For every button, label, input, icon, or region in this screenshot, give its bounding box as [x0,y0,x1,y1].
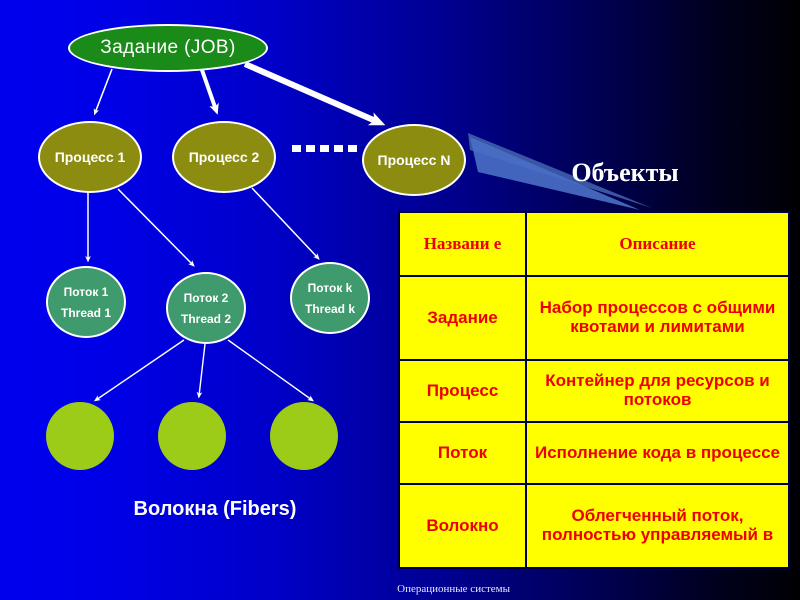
node-thread-1: Поток 1 Thread 1 [46,266,126,338]
node-process-1-label: Процесс 1 [54,149,126,165]
cell-description-fiber: Облегченный поток, полностью управляемый… [525,483,790,569]
node-thread-k-label-en: Thread k [304,301,355,316]
cell-name-fiber: Волокно [398,483,527,569]
cell-description-thread: Исполнение кода в процессе [525,421,790,485]
node-thread-2: Поток 2 Thread 2 [166,272,246,344]
cell-name-thread: Поток [398,421,527,485]
cell-name-job: Задание [398,275,527,361]
dash-2 [306,145,315,152]
node-process-n: Процесс N [362,124,466,196]
column-header-description: Описание [525,211,790,277]
node-thread-1-label-ru: Поток 1 [63,284,109,299]
node-process-1: Процесс 1 [38,121,142,193]
dash-3 [320,145,329,152]
node-process-n-label: Процесс N [377,152,451,168]
node-thread-2-label-en: Thread 2 [180,311,231,326]
dash-1 [292,145,301,152]
node-thread-1-label-en: Thread 1 [60,305,111,320]
dash-5 [348,145,357,152]
node-process-2-label: Процесс 2 [188,149,260,165]
node-thread-k-label-ru: Поток k [307,280,353,295]
process-ellipsis-dashes [292,145,357,152]
node-job: Задание (JOB) [68,24,268,72]
objects-table: Названи е Описание Задание Набор процесс… [398,211,790,569]
cell-description-job: Набор процессов с общими квотами и лимит… [525,275,790,361]
node-thread-k: Поток k Thread k [290,262,370,334]
table-row: Процесс Контейнер для ресурсов и потоков [398,359,790,423]
dash-4 [334,145,343,152]
fibers-caption: Волокна (Fibers) [133,498,297,520]
cell-description-process: Контейнер для ресурсов и потоков [525,359,790,423]
table-header-row: Названи е Описание [398,211,790,277]
node-fiber-2 [158,402,226,470]
node-thread-2-label-ru: Поток 2 [183,290,229,305]
node-job-label: Задание (JOB) [100,37,236,58]
table-row: Поток Исполнение кода в процессе [398,421,790,485]
footer-note: Операционные системы [397,583,510,595]
cell-name-process: Процесс [398,359,527,423]
table-row: Задание Набор процессов с общими квотами… [398,275,790,361]
node-process-2: Процесс 2 [172,121,276,193]
node-fiber-3 [270,402,338,470]
table-row: Волокно Облегченный поток, полностью упр… [398,483,790,569]
node-fiber-1 [46,402,114,470]
column-header-name: Названи е [398,211,527,277]
page-title: Объекты [571,158,679,187]
